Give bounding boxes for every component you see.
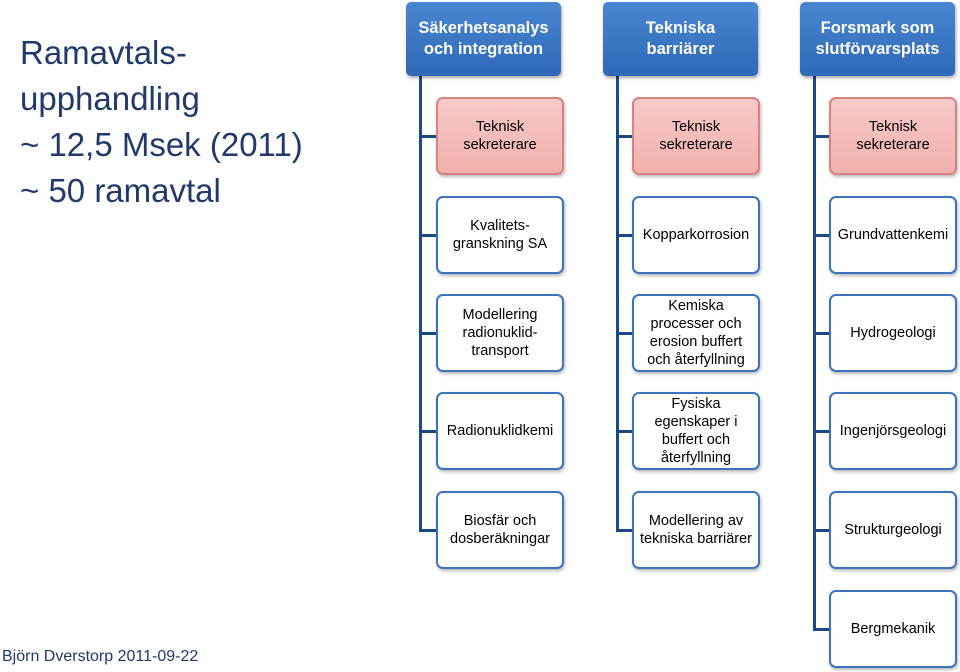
title-line-2: upphandling bbox=[20, 80, 200, 117]
footer-author-date: Björn Dverstorp 2011-09-22 bbox=[2, 648, 199, 665]
connector-stub-col-1-item-4 bbox=[419, 430, 436, 433]
node-secretary-col-3: Teknisk sekreterare bbox=[829, 97, 957, 175]
column-header-3: Forsmark som slutförvarsplats bbox=[800, 2, 955, 76]
connector-stub-col-3-item-6 bbox=[813, 628, 830, 631]
slide-title: Ramavtals- upphandling ~ 12,5 Msek (2011… bbox=[20, 30, 400, 214]
node-col-2-item-4: Fysiska egenskaper i buffert och återfyl… bbox=[632, 392, 760, 470]
connector-stub-col-2-item-5 bbox=[616, 529, 633, 532]
column-header-3-line-2: slutförvarsplats bbox=[815, 40, 940, 58]
column-header-1-line-1: Säkerhetsanalys bbox=[418, 19, 549, 37]
column-header-1: Säkerhetsanalys och integration bbox=[406, 2, 561, 76]
connector-stub-col-1-item-5 bbox=[419, 529, 436, 532]
column-header-2-line-1: Tekniska bbox=[645, 19, 716, 37]
node-col-1-item-2: Kvalitets- granskning SA bbox=[436, 196, 564, 274]
node-col-3-item-6: Bergmekanik bbox=[829, 590, 957, 668]
connector-stub-col-3-item-1 bbox=[813, 135, 830, 138]
connector-stub-col-2-item-2 bbox=[616, 234, 633, 237]
node-col-3-item-3: Hydrogeologi bbox=[829, 294, 957, 372]
column-header-2-line-2: barriärer bbox=[646, 40, 715, 58]
connector-vertical-col-1 bbox=[419, 76, 422, 531]
node-col-1-item-4: Radionuklidkemi bbox=[436, 392, 564, 470]
title-line-3: ~ 12,5 Msek (2011) bbox=[20, 126, 303, 163]
connector-stub-col-2-item-3 bbox=[616, 332, 633, 335]
node-col-2-item-3: Kemiska processer och erosion buffert oc… bbox=[632, 294, 760, 372]
node-col-3-item-4: Ingenjörsgeologi bbox=[829, 392, 957, 470]
node-col-2-item-2: Kopparkorrosion bbox=[632, 196, 760, 274]
connector-stub-col-1-item-1 bbox=[419, 135, 436, 138]
connector-stub-col-2-item-1 bbox=[616, 135, 633, 138]
connector-stub-col-2-item-4 bbox=[616, 430, 633, 433]
title-line-1: Ramavtals- bbox=[20, 34, 187, 71]
column-header-1-line-2: och integration bbox=[423, 40, 544, 58]
connector-stub-col-3-item-4 bbox=[813, 430, 830, 433]
connector-stub-col-1-item-2 bbox=[419, 234, 436, 237]
node-col-1-item-3: Modellering radionuklid- transport bbox=[436, 294, 564, 372]
connector-vertical-col-2 bbox=[616, 76, 619, 531]
connector-stub-col-3-item-2 bbox=[813, 234, 830, 237]
node-col-1-item-5: Biosfär och dosberäkningar bbox=[436, 491, 564, 569]
column-header-3-line-1: Forsmark som bbox=[820, 19, 935, 37]
connector-stub-col-3-item-3 bbox=[813, 332, 830, 335]
connector-stub-col-3-item-5 bbox=[813, 529, 830, 532]
node-col-3-item-5: Strukturgeologi bbox=[829, 491, 957, 569]
node-secretary-col-2: Teknisk sekreterare bbox=[632, 97, 760, 175]
title-line-4: ~ 50 ramavtal bbox=[20, 172, 221, 209]
connector-vertical-col-3 bbox=[813, 76, 816, 630]
node-secretary-col-1: Teknisk sekreterare bbox=[436, 97, 564, 175]
node-col-2-item-5: Modellering av tekniska barriärer bbox=[632, 491, 760, 569]
column-header-2: Tekniska barriärer bbox=[603, 2, 758, 76]
connector-stub-col-1-item-3 bbox=[419, 332, 436, 335]
node-col-3-item-2: Grundvattenkemi bbox=[829, 196, 957, 274]
